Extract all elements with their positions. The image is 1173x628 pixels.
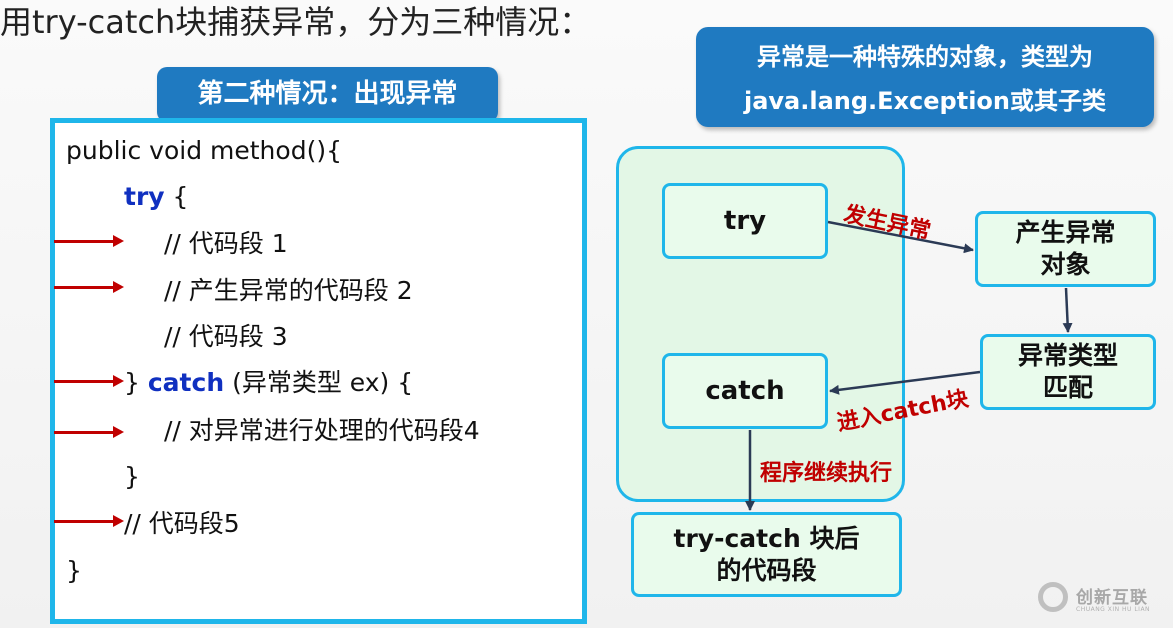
- code-line-segment-2: // 产生异常的代码段 2: [164, 276, 413, 305]
- code-box: [50, 118, 587, 624]
- execution-arrow-4: [54, 426, 124, 438]
- execution-arrow-3: [54, 375, 124, 387]
- slide-title: 用try-catch块捕获异常，分为三种情况：: [0, 3, 592, 41]
- code-line-segment-5: // 代码段5: [124, 509, 240, 538]
- execution-arrow-5: [54, 515, 124, 527]
- code-line-catch: } catch (异常类型 ex) {: [124, 368, 413, 398]
- code-line-try: try {: [124, 182, 188, 212]
- case-label: 第二种情况：出现异常: [157, 67, 498, 122]
- code-line-handler: // 对异常进行处理的代码段4: [164, 416, 480, 445]
- try-keyword: try: [124, 182, 165, 211]
- exception-callout: 异常是一种特殊的对象，类型为 java.lang.Exception或其子类: [696, 27, 1154, 127]
- execution-arrow-1: [54, 235, 124, 247]
- code-line-method: public void method(){: [66, 136, 342, 165]
- catch-node: catch: [662, 353, 828, 429]
- label-continue: 程序继续执行: [760, 461, 893, 486]
- arrow-exception-to-match: [1062, 287, 1073, 333]
- callout-line-1: 异常是一种特殊的对象，类型为: [757, 43, 1093, 71]
- exception-object-node: 产生异常对象: [975, 211, 1156, 287]
- watermark-cn: 创新互联: [1076, 588, 1148, 608]
- brand-logo-icon: [1038, 582, 1068, 612]
- type-match-node: 异常类型匹配: [980, 334, 1156, 410]
- catch-keyword: catch: [147, 368, 225, 397]
- execution-arrow-2: [54, 281, 124, 293]
- code-line-segment-3: // 代码段 3: [164, 322, 288, 351]
- watermark: 创新互联 CHUANG XIN HU LIAN: [1026, 575, 1166, 621]
- code-line-catch-close: }: [124, 462, 140, 491]
- callout-line-2: java.lang.Exception或其子类: [743, 87, 1106, 115]
- try-brace: {: [164, 182, 189, 211]
- catch-params: (异常类型 ex) {: [224, 368, 414, 397]
- code-line-segment-1: // 代码段 1: [164, 229, 288, 258]
- code-line-method-close: }: [66, 556, 82, 585]
- after-block-node: try-catch 块后的代码段: [631, 512, 902, 597]
- catch-close-brace: }: [124, 368, 148, 397]
- try-node: try: [662, 183, 828, 259]
- watermark-en: CHUANG XIN HU LIAN: [1076, 606, 1151, 613]
